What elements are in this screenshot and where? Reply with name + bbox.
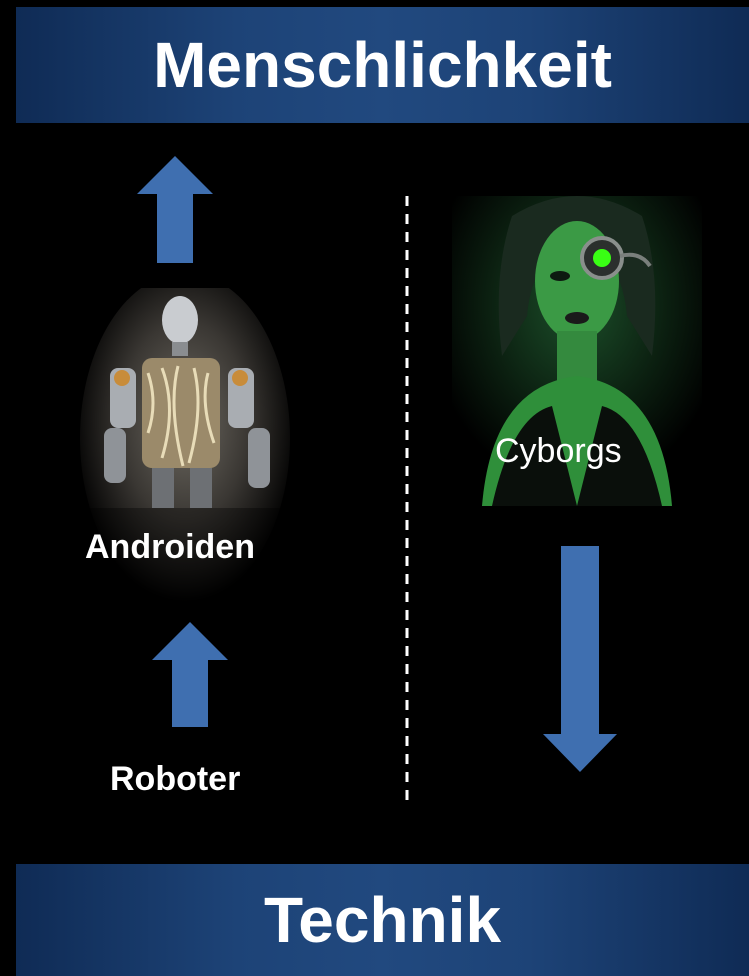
- androids-label: Androiden: [85, 528, 255, 566]
- up-arrow-top-icon: [137, 156, 213, 263]
- humanity-title: Menschlichkeit: [153, 29, 612, 101]
- cyborg-woman-image: [452, 196, 702, 506]
- humanity-banner: Menschlichkeit: [16, 7, 749, 123]
- robots-label: Roboter: [110, 760, 241, 798]
- dashed-divider: [405, 196, 409, 802]
- android-robot-image: [80, 288, 290, 608]
- down-arrow-icon: [543, 546, 617, 772]
- technology-banner: Technik: [16, 864, 749, 976]
- cyborgs-label: Cyborgs: [495, 432, 622, 470]
- technology-title: Technik: [263, 884, 502, 956]
- up-arrow-bottom-icon: [152, 622, 228, 727]
